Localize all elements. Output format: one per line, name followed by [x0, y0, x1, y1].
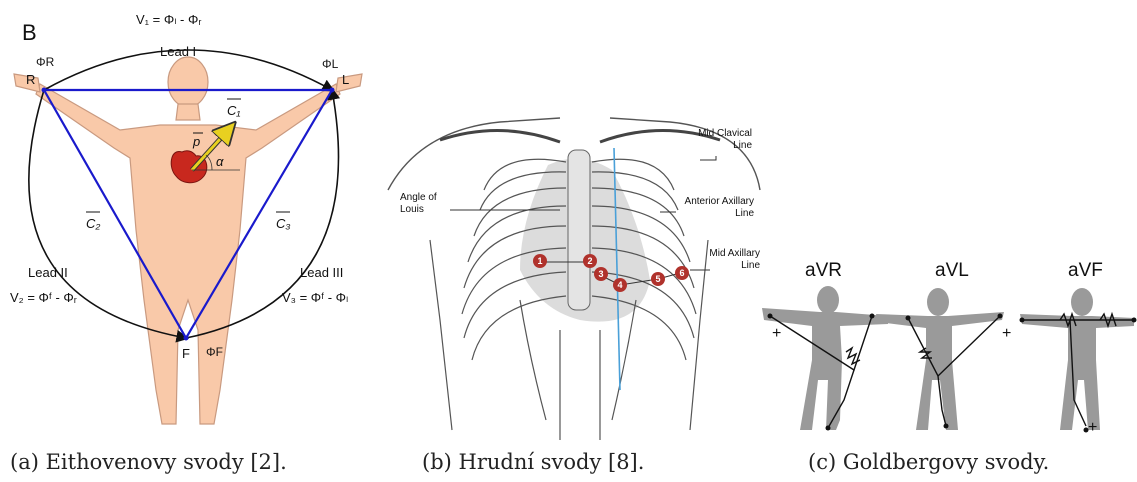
- node-r-dot: [42, 88, 47, 93]
- electrode-v5: 5: [655, 274, 660, 284]
- phi-r-label: ΦR: [36, 55, 55, 69]
- panel-c-goldberger: [762, 286, 1137, 433]
- avf-figure: [1020, 288, 1134, 430]
- eq-lead-3: V₃ = Φᶠ - Φₗ: [282, 290, 348, 305]
- electrode-v6: 6: [679, 268, 684, 278]
- phi-l-label: ΦL: [322, 57, 339, 71]
- panel-letter: B: [22, 20, 37, 45]
- electrode-v2: 2: [587, 256, 592, 266]
- angle-louis-label-2: Louis: [400, 204, 424, 215]
- electrode-v3: 3: [598, 269, 603, 279]
- phi-f-label: ΦF: [206, 345, 223, 359]
- mid-clavical-label-2: Line: [733, 140, 752, 151]
- eq-lead-1: V₁ = Φₗ - Φᵣ: [136, 12, 201, 27]
- c2-label: C₂: [86, 216, 100, 231]
- avr-figure: [762, 286, 888, 430]
- node-l-dot: [330, 88, 335, 93]
- avl-figure: [876, 288, 1004, 430]
- node-f-dot: [184, 336, 189, 341]
- anterior-axillary-label-1: Anterior Axillary: [685, 196, 754, 207]
- caption-a: (a) Eithovenovy svody [2].: [10, 450, 287, 474]
- panel-a-einthoven: [14, 50, 362, 424]
- avr-label: aVR: [805, 260, 842, 281]
- avf-label: aVF: [1068, 260, 1103, 281]
- mid-clavical-label-1: Mid Clavical: [698, 128, 752, 139]
- caption-c: (c) Goldbergovy svody.: [808, 450, 1049, 474]
- alpha-label: α: [216, 154, 224, 169]
- electrode-v1: 1: [537, 256, 542, 266]
- angle-louis-label-1: Angle of: [400, 192, 437, 203]
- avl-label: aVL: [935, 260, 969, 281]
- mid-axillary-label-1: Mid Axillary: [709, 248, 760, 259]
- p-vector-label: p: [192, 134, 200, 149]
- avf-plus: +: [1088, 419, 1097, 436]
- avr-plus: +: [772, 325, 781, 342]
- node-l-label: L: [342, 72, 349, 87]
- node-r-label: R: [26, 72, 35, 87]
- caption-b: (b) Hrudní svody [8].: [422, 450, 644, 474]
- human-body-figure: [14, 57, 362, 424]
- c1-label: C₁: [227, 103, 241, 118]
- lead-2-label: Lead II: [28, 265, 68, 280]
- eq-lead-2: V₂ = Φᶠ - Φᵣ: [10, 290, 77, 305]
- lead-3-label: Lead III: [300, 265, 343, 280]
- electrode-v4: 4: [617, 280, 622, 290]
- mid-axillary-label-2: Line: [741, 260, 760, 271]
- sternum: [568, 150, 590, 310]
- panel-b-chest: [388, 118, 760, 440]
- node-f-label: F: [182, 346, 190, 361]
- c3-label: C₃: [276, 216, 291, 231]
- avl-plus: +: [1002, 325, 1011, 342]
- anterior-axillary-label-2: Line: [735, 208, 754, 219]
- lead-1-label: Lead I: [160, 44, 196, 59]
